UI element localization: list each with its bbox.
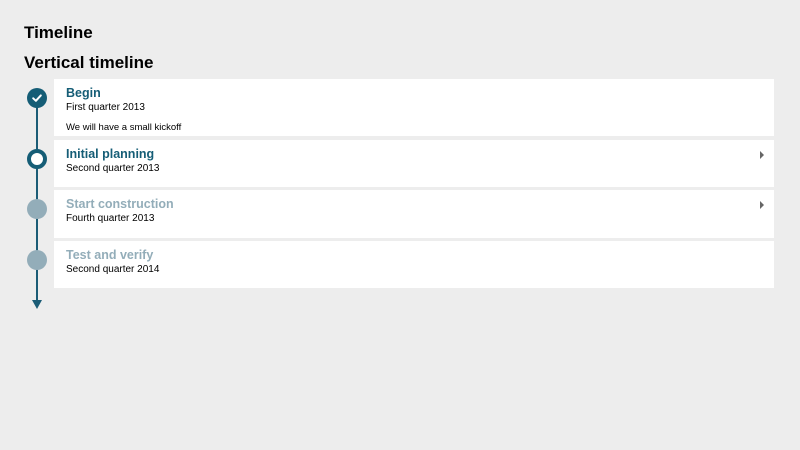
timeline-item-start-construction[interactable]: Start construction Fourth quarter 2013 <box>54 190 774 238</box>
timeline-marker-completed <box>27 88 47 108</box>
timeline-marker-pending <box>27 199 47 219</box>
timeline-item-begin: Begin First quarter 2013 We will have a … <box>54 79 774 136</box>
timeline-item-title: Test and verify <box>66 248 154 262</box>
timeline-item-test-and-verify: Test and verify Second quarter 2014 <box>54 241 774 288</box>
timeline-item-title: Initial planning <box>66 147 155 161</box>
timeline-arrow-down-icon <box>32 300 42 309</box>
check-icon <box>32 94 42 102</box>
caret-right-icon[interactable] <box>760 151 764 159</box>
timeline-item-date: Second quarter 2013 <box>66 163 160 174</box>
timeline-marker-pending <box>27 250 47 270</box>
caret-right-icon[interactable] <box>760 201 764 209</box>
timeline-item-date: First quarter 2013 <box>66 102 145 113</box>
timeline-item-title: Start construction <box>66 197 174 211</box>
timeline-item-initial-planning[interactable]: Initial planning Second quarter 2013 <box>54 140 774 187</box>
timeline-item-date: Second quarter 2014 <box>66 264 160 275</box>
timeline-marker-current <box>27 149 47 169</box>
page-title: Timeline <box>24 23 93 42</box>
timeline-item-description: We will have a small kickoff <box>66 122 182 133</box>
timeline-item-date: Fourth quarter 2013 <box>66 213 155 224</box>
timeline-item-title: Begin <box>66 86 101 100</box>
section-title: Vertical timeline <box>24 53 154 72</box>
